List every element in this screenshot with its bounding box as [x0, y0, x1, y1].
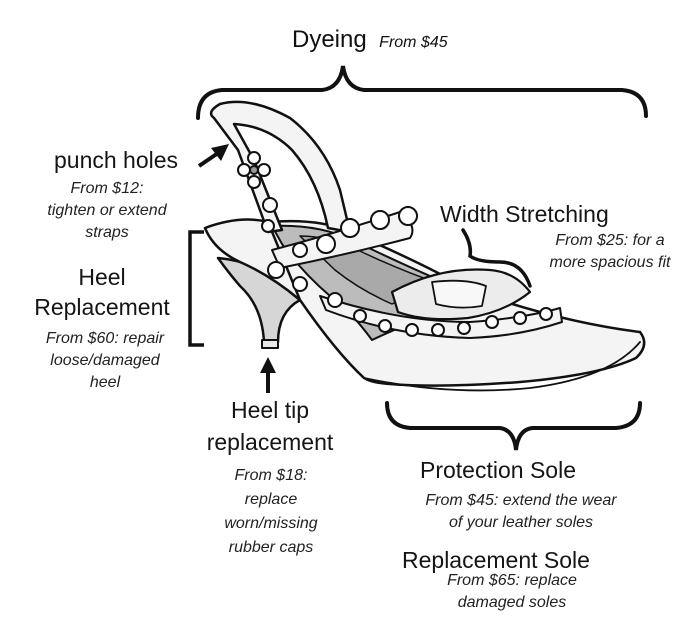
heel-replacement-desc-line: heel: [89, 374, 121, 391]
dyeing-label-group: Dyeing From $45: [292, 26, 448, 54]
punch-holes-desc-line: From $12:: [70, 180, 144, 197]
protection-sole-desc-line: From $45: extend the wear: [425, 492, 617, 509]
jewels: [237, 151, 553, 337]
heel-tip-title-line: replacement: [206, 429, 334, 455]
heel-replacement-title-line: Heel: [78, 264, 126, 290]
heel-tip-desc-group: From $18: replace worn/missing rubber ca…: [196, 464, 346, 560]
heel-tip-desc-line: replace: [244, 491, 298, 508]
punch-holes-desc-line: tighten or extend: [47, 202, 167, 219]
protection-sole-desc-group: From $45: extend the wear of your leathe…: [396, 490, 646, 534]
width-stretching-bracket: [461, 228, 532, 288]
heel-tip-desc-line: rubber caps: [228, 539, 314, 556]
dyeing-title: Dyeing: [292, 26, 367, 53]
punch-holes-title: punch holes: [54, 147, 179, 173]
heel-replacement-title-line: Replacement: [34, 294, 170, 320]
replacement-sole-title: Replacement Sole: [402, 547, 590, 573]
heel-tip-desc-line: worn/missing: [224, 515, 318, 532]
heel-tip: [261, 339, 279, 349]
dyeing-bracket: [196, 65, 648, 120]
punch-holes-desc-group: From $12: tighten or extend straps: [24, 178, 190, 244]
width-stretching-desc-line: more spacious fit: [549, 254, 671, 271]
heel-tip-arrow: [260, 357, 276, 393]
dyeing-price: From $45: [379, 34, 448, 51]
width-stretching-desc-line: From $25: for a: [555, 232, 665, 249]
heel-tip-title-line: Heel tip: [231, 397, 309, 423]
heel-replacement-desc-group: From $60: repair loose/damaged heel: [22, 328, 188, 394]
heel-tip-desc-line: From $18:: [234, 467, 308, 484]
shoe-drawing: [203, 100, 646, 392]
sole-bracket: [385, 401, 642, 451]
replacement-sole-desc-group: From $65: replace damaged soles: [426, 570, 598, 614]
heel-replacement-desc-line: From $60: repair: [45, 330, 165, 347]
punch-holes-desc-line: straps: [85, 224, 129, 241]
width-stretching-title: Width Stretching: [440, 201, 609, 227]
heel-tip-title-group: Heel tip replacement: [188, 394, 352, 458]
slingback-strap: [209, 100, 352, 234]
protection-sole-desc-line: of your leather soles: [448, 514, 594, 531]
sole-line: [363, 341, 641, 392]
replacement-sole-desc-line: From $65: replace: [447, 572, 577, 589]
shoe-bow-center: [431, 279, 487, 309]
heel-replacement-desc-line: loose/damaged: [50, 352, 160, 369]
heel-replacement-bracket: [188, 230, 204, 347]
width-stretching-desc-group: From $25: for a more spacious fit: [530, 230, 690, 274]
punch-holes-arrow: [197, 144, 229, 168]
protection-sole-title: Protection Sole: [420, 457, 576, 483]
replacement-sole-desc-line: damaged soles: [457, 594, 567, 611]
heel-replacement-title-group: Heel Replacement: [18, 262, 186, 322]
